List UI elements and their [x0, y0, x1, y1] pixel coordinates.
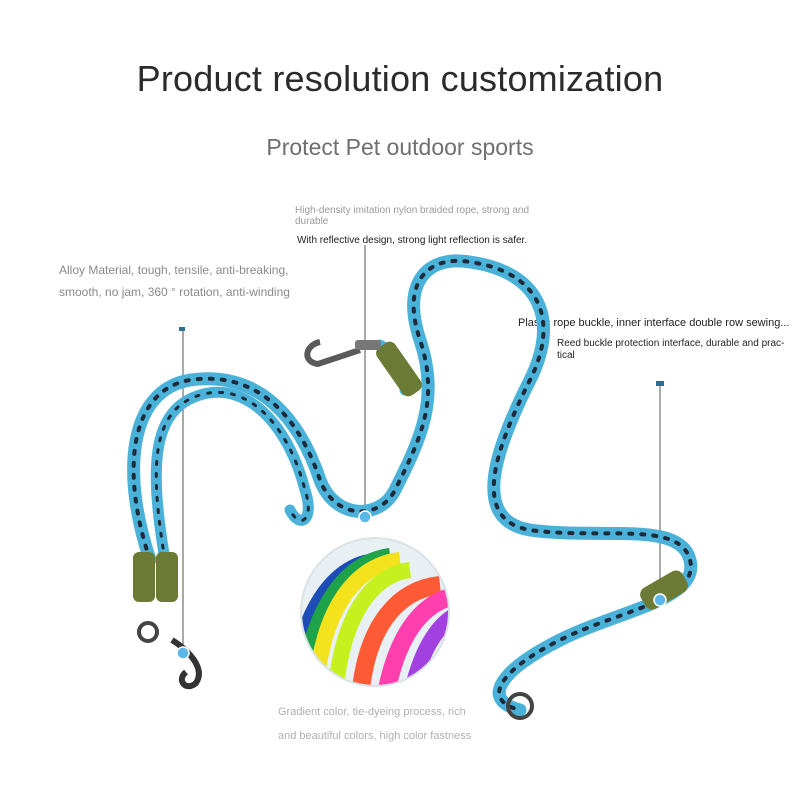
rope-annotation-line3: With reflective design, strong light ref… — [297, 235, 528, 246]
hook-annotation: Alloy Material, tough, tensile, anti-bre… — [59, 259, 309, 303]
color-annotation: Gradient color, tie-dyeing process, rich… — [278, 700, 528, 748]
buckle-right — [640, 570, 688, 610]
rope-marker — [358, 510, 372, 524]
buckle-callout-tick — [656, 381, 664, 386]
color-annotation-line1: Gradient color, tie-dyeing process, rich — [278, 706, 466, 718]
hook-annotation-line1: Alloy Material, tough, tensile, anti-bre… — [59, 263, 289, 277]
rope-annotation-line1: High-density imitation nylon braided rop… — [295, 205, 530, 216]
buckle-top — [376, 341, 422, 397]
color-detail-closeup — [301, 538, 449, 686]
page-title: Product resolution customization — [136, 58, 664, 99]
buckle-left-2 — [156, 552, 178, 602]
rope-annotation-line2: durable — [295, 216, 329, 227]
buckle-annotation-line1: Plastic rope buckle, inner interface dou… — [518, 317, 790, 329]
buckle-marker — [653, 593, 667, 607]
snap-hook-left — [137, 621, 202, 690]
hook-marker — [176, 646, 190, 660]
hook-annotation-line2: smooth, no jam, 360 ° rotation, anti-win… — [59, 285, 290, 299]
color-detail-border — [300, 537, 450, 687]
color-annotation-line2: and beautiful colors, high color fastnes… — [278, 730, 472, 742]
rope-annotation: High-density imitation nylon braided rop… — [295, 205, 555, 227]
page-subtitle: Protect Pet outdoor sports — [266, 134, 534, 160]
ring-end — [506, 692, 534, 720]
buckle-annotation-line3: tical — [557, 350, 575, 361]
buckle-annotation: Reed buckle protection interface, durabl… — [557, 338, 797, 362]
hook-callout-tick — [179, 327, 185, 331]
buckle-left-1 — [133, 552, 155, 602]
buckle-annotation-line2: Reed buckle protection interface, durabl… — [557, 338, 785, 349]
snap-hook-top — [304, 339, 381, 368]
